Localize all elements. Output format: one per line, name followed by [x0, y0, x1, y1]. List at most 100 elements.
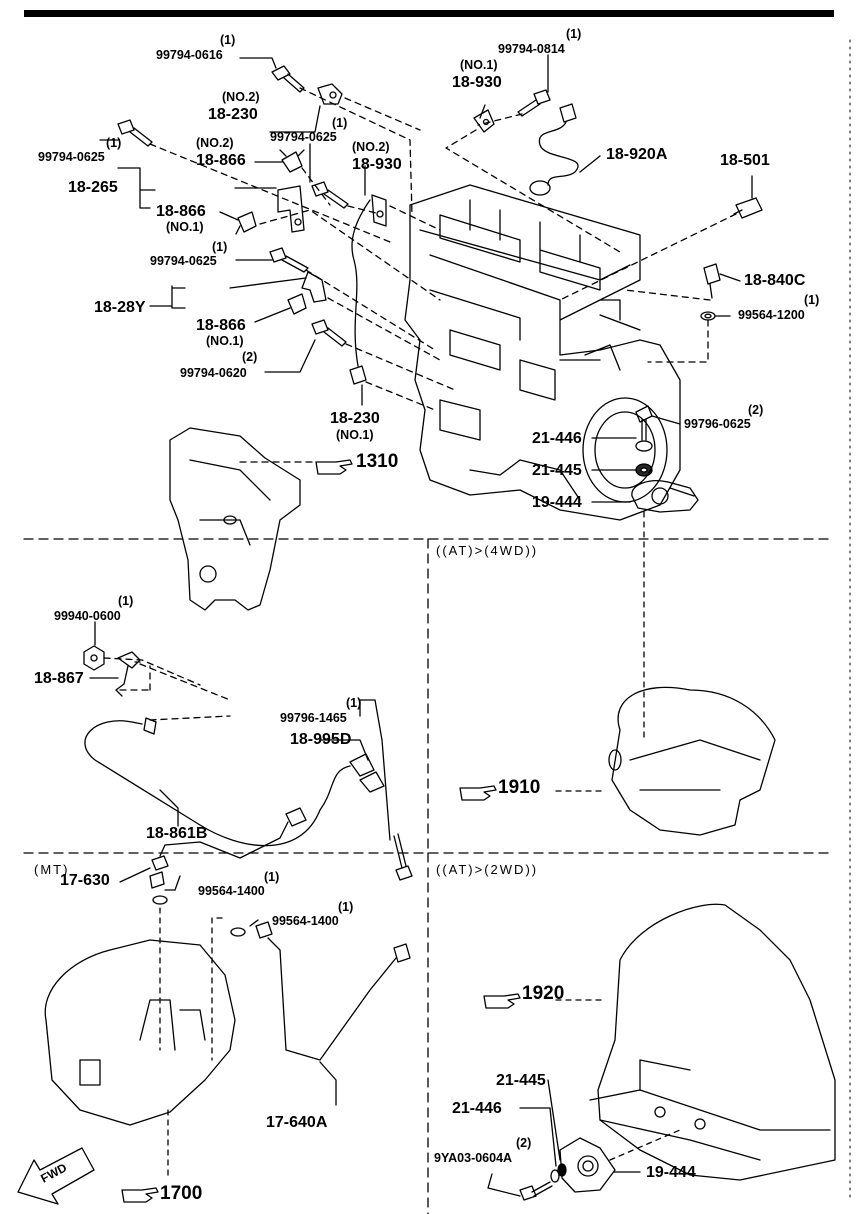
bracket-18-28y — [301, 271, 327, 303]
bracket-18-265 — [277, 185, 305, 233]
qty-label: (1) — [106, 136, 122, 150]
part-18-265: 18-265 — [68, 179, 118, 196]
sensor-17-630 — [149, 807, 307, 889]
part-99564-1400-a: 99564-1400 — [198, 884, 265, 898]
hand-icon-1310 — [315, 459, 353, 475]
qty-label: (1) — [346, 696, 362, 710]
qty-label: (1) — [338, 900, 354, 914]
part-18-930-no1: 18-930 — [452, 74, 502, 91]
part-18-920a: 18-920A — [606, 146, 668, 163]
cable-18-861b — [84, 717, 351, 847]
washer-21-446-4wd — [635, 440, 653, 452]
part-99794-0625-c: 99794-0625 — [150, 254, 217, 268]
bolt-99794-0620 — [311, 319, 347, 347]
note-no1: (NO.1) — [336, 428, 374, 442]
qty-label: (1) — [566, 27, 582, 41]
bolt-99796-1465 — [393, 833, 413, 881]
ref-1910: 1910 — [498, 777, 541, 798]
washer-99564-1400-b — [230, 927, 246, 937]
part-99564-1200: 99564-1200 — [738, 308, 805, 322]
part-18-840c: 18-840C — [744, 272, 806, 289]
part-18-930-no2: 18-930 — [352, 156, 402, 173]
part-21-445: 21-445 — [532, 462, 582, 479]
crank-sensor-18-230-no2 — [317, 83, 343, 105]
bolt-99794-0625-left — [117, 119, 153, 147]
part-18-28y: 18-28Y — [94, 299, 146, 316]
sensor-18-920a — [529, 103, 579, 196]
part-21-446: 21-446 — [532, 430, 582, 447]
part-99796-1465: 99796-1465 — [280, 711, 347, 725]
part-21-446: 21-446 — [452, 1100, 502, 1117]
part-18-501: 18-501 — [720, 152, 770, 169]
washer-21-445-2wd — [557, 1163, 567, 1177]
qty-label: (1) — [118, 594, 134, 608]
note-no2: (NO.2) — [222, 90, 260, 104]
part-99794-0616: 99794-0616 — [156, 48, 223, 62]
part-99794-0814: 99794-0814 — [498, 42, 565, 56]
bracket-18-866-no1-a — [235, 211, 257, 235]
bracket-18-930-no2 — [371, 194, 387, 227]
part-18-230-no1: 18-230 — [330, 410, 380, 427]
section-label-mt: (MT) — [34, 862, 70, 877]
switch-19-444-2wd — [559, 1137, 616, 1193]
transmission-1910 — [608, 686, 776, 836]
ref-1700: 1700 — [160, 1183, 203, 1204]
qty-label: (1) — [220, 33, 236, 47]
bolt-99794-0814 — [517, 89, 551, 117]
bolt-99794-0625-low — [269, 247, 309, 273]
qty-label: (2) — [748, 403, 764, 417]
part-99794-0625-a: 99794-0625 — [38, 150, 105, 164]
washer-21-446-2wd — [550, 1169, 560, 1183]
ref-1310: 1310 — [356, 451, 399, 472]
qty-label: (1) — [264, 870, 280, 884]
qty-label: (2) — [516, 1136, 532, 1150]
nut-99940-0600 — [83, 645, 105, 671]
section-label-at-4wd: ((AT)>(4WD)) — [436, 543, 539, 558]
switch-19-444-4wd — [631, 480, 699, 513]
part-21-445: 21-445 — [496, 1072, 546, 1089]
section-label-at-2wd: ((AT)>(2WD)) — [436, 862, 539, 877]
part-99794-0620: 99794-0620 — [180, 366, 247, 380]
sensor-17-640a — [255, 921, 411, 1061]
note-no1: (NO.1) — [166, 220, 204, 234]
hand-icon-1920 — [483, 993, 521, 1009]
bolt-99794-0625-mid — [311, 181, 349, 209]
hand-icon-1700 — [121, 1187, 159, 1203]
sensor-18-501 — [733, 197, 763, 219]
engine-block — [404, 184, 681, 521]
transmission-1920 — [589, 903, 836, 1181]
part-99564-1400-b: 99564-1400 — [272, 914, 339, 928]
hand-icon-1910 — [459, 785, 497, 801]
part-18-230-no2: 18-230 — [208, 106, 258, 123]
transmission-1700 — [44, 939, 236, 1126]
fwd-arrow-icon — [17, 1147, 95, 1205]
bracket-18-866-no2 — [279, 149, 305, 173]
part-17-640a: 17-640A — [266, 1114, 328, 1131]
note-no1: (NO.1) — [460, 58, 498, 72]
part-18-861b: 18-861B — [146, 825, 208, 842]
bolt-99794-0616 — [271, 65, 305, 93]
bracket-18-930-no1 — [473, 109, 495, 133]
part-9ya03-0604a: 9YA03-0604A — [434, 1151, 513, 1165]
part-19-444: 19-444 — [646, 1164, 696, 1181]
part-17-630: 17-630 — [60, 872, 110, 889]
switch-18-840c — [703, 263, 721, 299]
part-18-866-no1-a: 18-866 — [156, 203, 206, 220]
part-18-995d: 18-995D — [290, 731, 352, 748]
washer-99564-1200 — [700, 311, 716, 321]
bolt-9ya03-0604a — [519, 1181, 553, 1201]
part-18-866-no2: 18-866 — [196, 152, 246, 169]
part-99940-0600: 99940-0600 — [54, 609, 121, 623]
transmission-1310 — [169, 427, 301, 611]
bolt-99796-0625-4wd — [635, 405, 653, 441]
ref-1920: 1920 — [522, 983, 565, 1004]
qty-label: (1) — [332, 116, 348, 130]
qty-label: (1) — [804, 293, 820, 307]
note-no1: (NO.1) — [206, 334, 244, 348]
bracket-18-866-no1-b — [287, 293, 307, 315]
top-border — [24, 10, 834, 17]
qty-label: (1) — [212, 240, 228, 254]
sensor-18-230-no1 — [349, 199, 371, 385]
washer-99564-1400-a — [152, 895, 168, 905]
